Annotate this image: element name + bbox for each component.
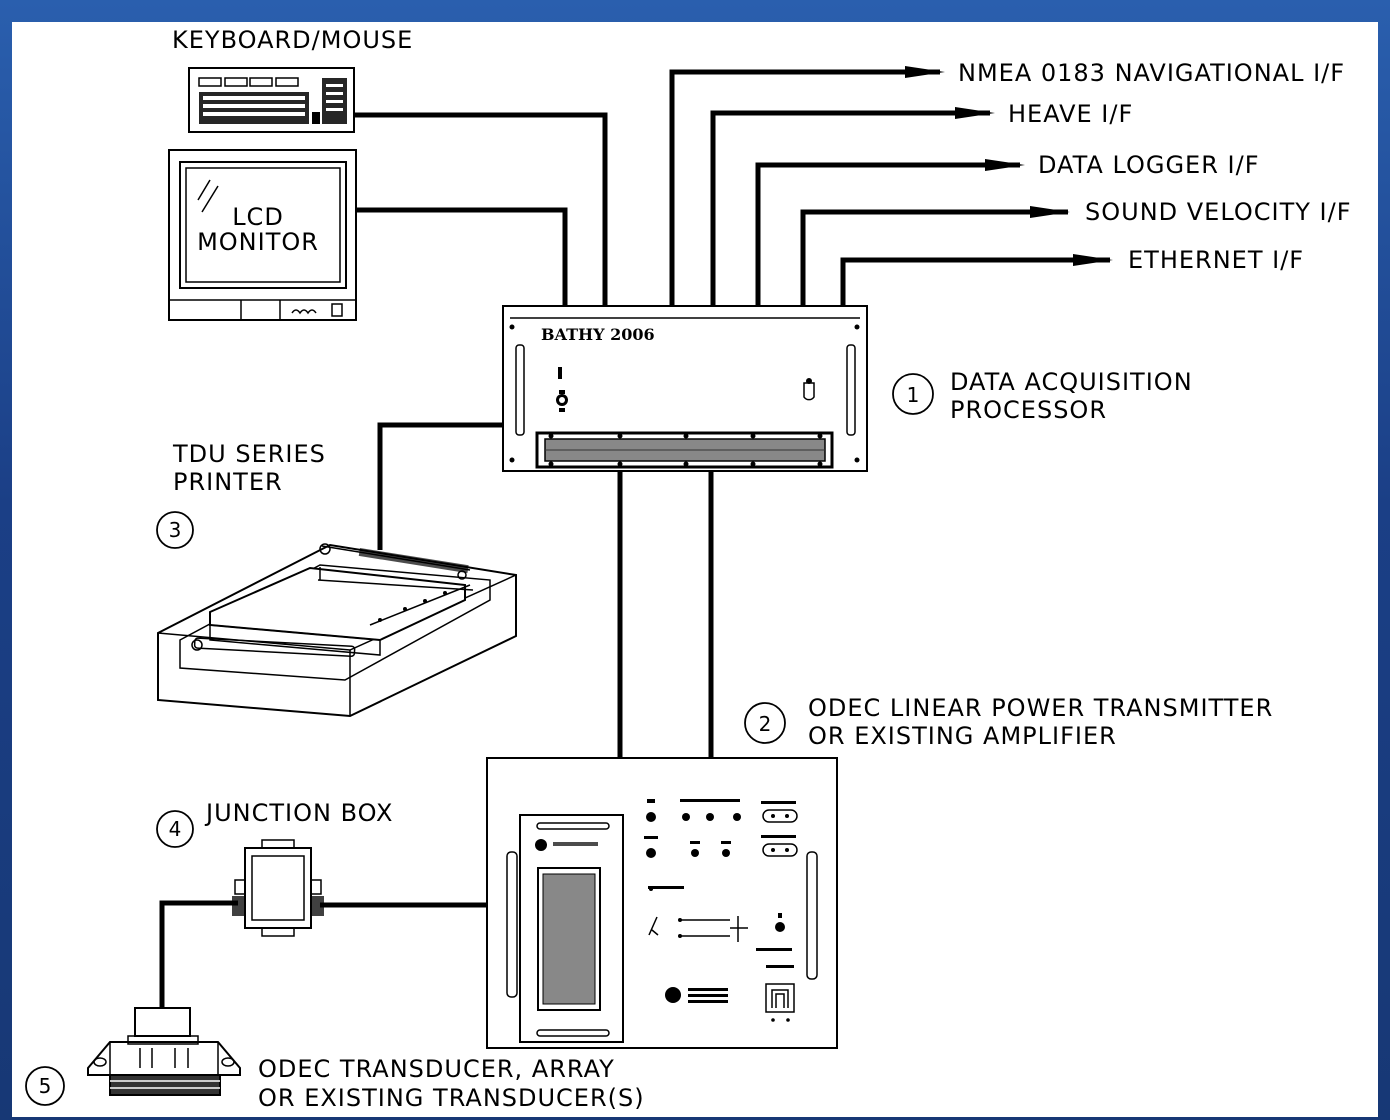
transducer-icon [87, 1007, 241, 1096]
printer-label-line1: TDU SERIES [172, 440, 326, 468]
nmea-interface-label: NMEA 0183 NAVIGATIONAL I/F [958, 59, 1345, 87]
arrow-heads [905, 66, 1113, 266]
lcd-monitor-icon [168, 149, 357, 321]
daq-label-line2: PROCESSOR [950, 396, 1107, 424]
tdu-printer-icon [157, 543, 517, 718]
junction-box-label: JUNCTION BOX [204, 799, 393, 827]
svg-text:2: 2 [759, 712, 772, 736]
data-logger-interface-label: DATA LOGGER I/F [1038, 151, 1260, 179]
printer-label-line2: PRINTER [173, 468, 283, 496]
transmitter-label-line2: OR EXISTING AMPLIFIER [808, 722, 1117, 750]
connection-wires [159, 69, 1110, 1010]
callout-3: 3 [156, 511, 194, 549]
bathy-unit-label: BATHY 2006 [541, 325, 655, 344]
daq-label-line1: DATA ACQUISITION [950, 368, 1193, 396]
heave-interface-label: HEAVE I/F [1008, 100, 1133, 128]
diagram-canvas: KEYBOARD/MOUSE LCD MONITOR NMEA 0183 NAV… [12, 22, 1378, 1117]
ethernet-interface-label: ETHERNET I/F [1128, 246, 1304, 274]
sound-velocity-interface-label: SOUND VELOCITY I/F [1085, 198, 1352, 226]
svg-text:5: 5 [39, 1074, 52, 1098]
system-diagram: KEYBOARD/MOUSE LCD MONITOR NMEA 0183 NAV… [25, 26, 1352, 1112]
svg-text:1: 1 [907, 383, 920, 407]
data-acquisition-processor-icon [502, 305, 868, 472]
transducer-label-line2: OR EXISTING TRANSDUCER(S) [258, 1084, 645, 1112]
transducer-label-line1: ODEC TRANSDUCER, ARRAY [258, 1055, 615, 1083]
monitor-label-line1: LCD [232, 203, 284, 231]
keyboard-label: KEYBOARD/MOUSE [172, 26, 413, 54]
svg-text:3: 3 [169, 518, 182, 542]
callout-5: 5 [25, 1066, 65, 1106]
callout-2: 2 [744, 702, 786, 744]
svg-text:4: 4 [169, 817, 182, 841]
transmitter-label-line1: ODEC LINEAR POWER TRANSMITTER [808, 694, 1273, 722]
keyboard-icon [188, 67, 355, 133]
connector-icon [803, 378, 815, 401]
monitor-label-line2: MONITOR [197, 228, 319, 256]
junction-box-icon [232, 839, 324, 937]
callout-4: 4 [156, 810, 194, 848]
linear-power-transmitter-icon [486, 757, 838, 1049]
callout-1: 1 [892, 373, 934, 415]
power-switch-icon [556, 367, 568, 412]
